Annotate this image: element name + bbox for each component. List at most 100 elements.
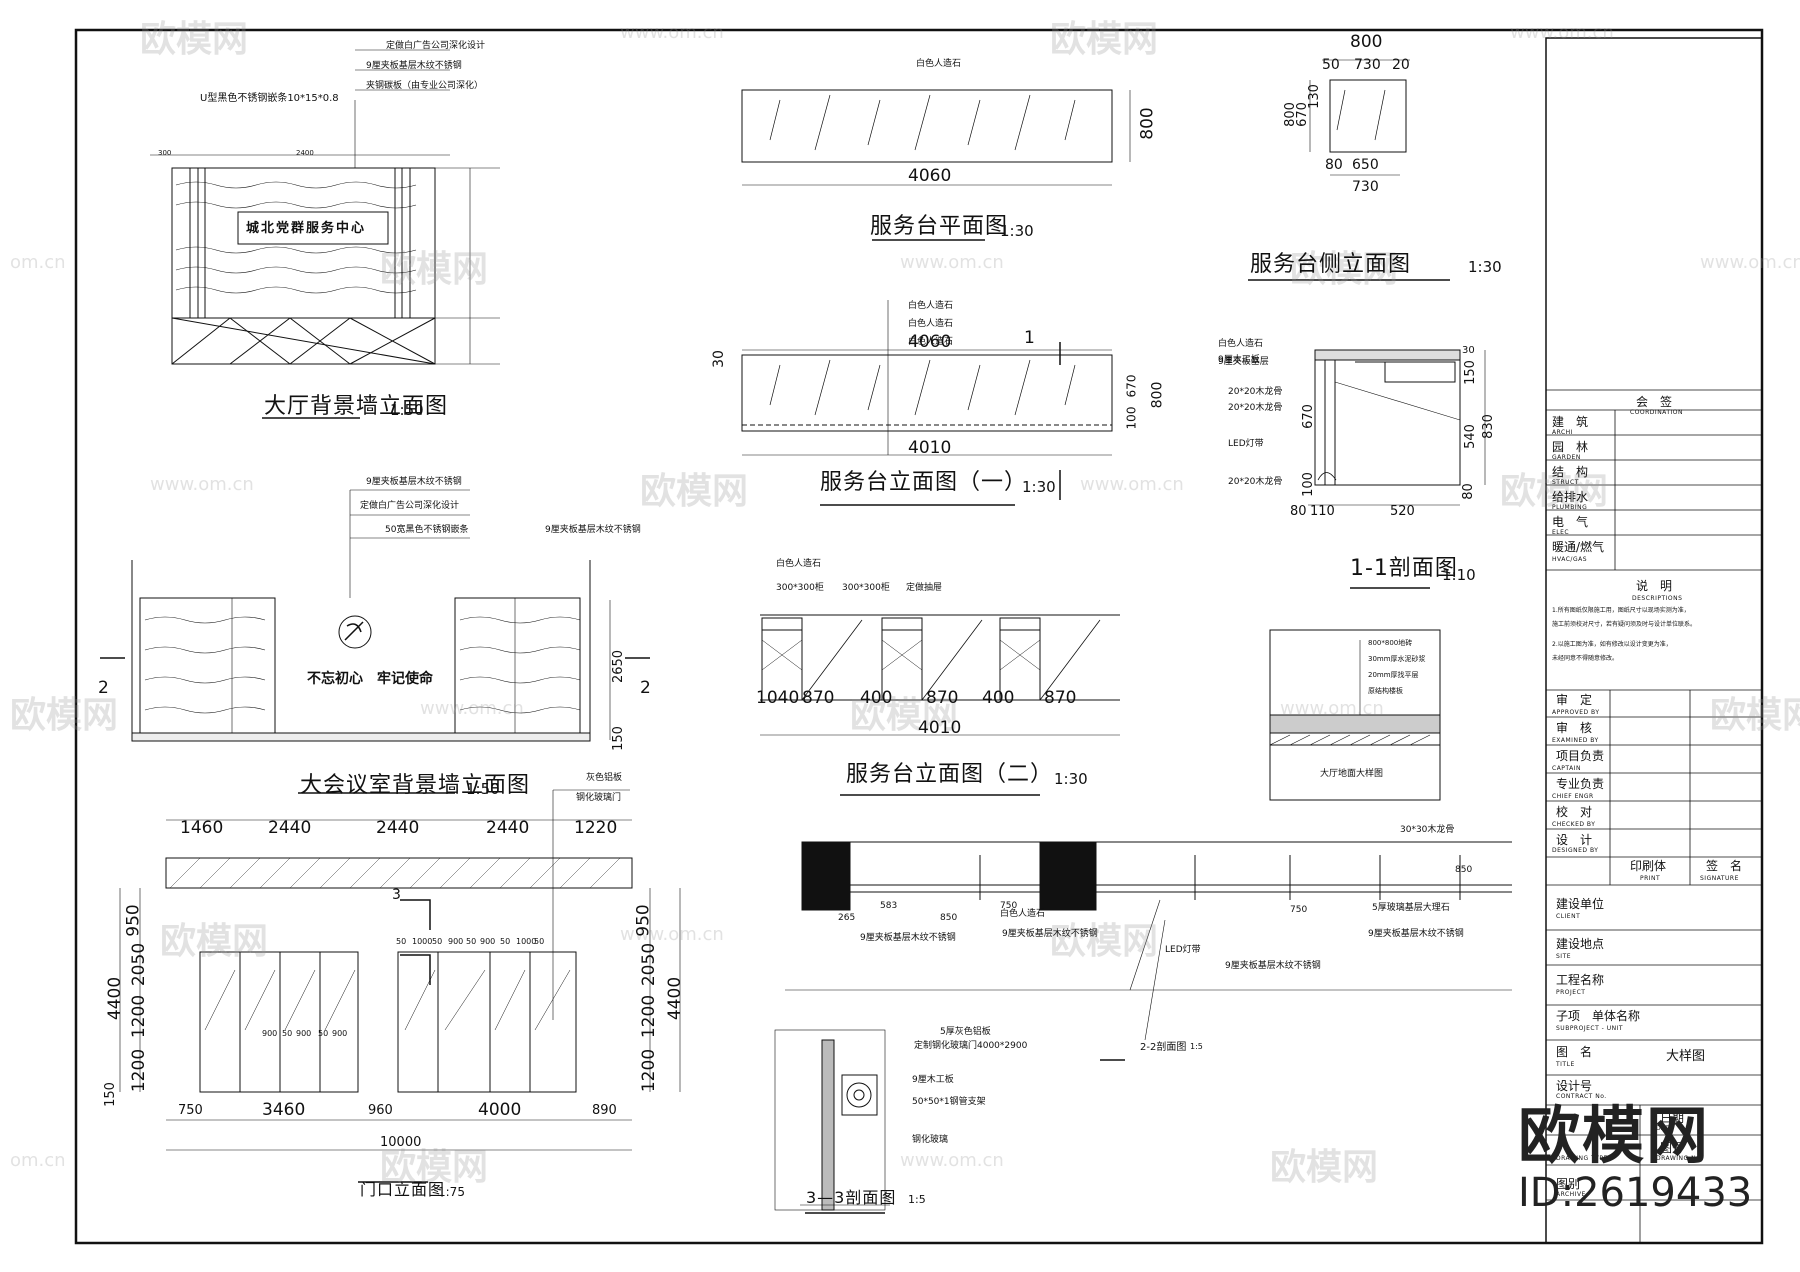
floor-detail-drawing [1269,629,1441,801]
door-mid-dim: 50 [466,937,477,946]
door-dim-right: 950 [633,904,654,937]
tb-approve-row-en: DESIGNED BY [1552,847,1599,854]
lobby-dim: 2400 [296,149,314,157]
title-block-lines [1546,389,1762,1244]
door-glass-dim: 50 [318,1029,329,1038]
tb-title-en: TITLE [1556,1061,1575,1068]
sec22-note: 9厘夹板基层木纹不锈钢 [1368,929,1464,939]
lobby-dim: 300 [158,149,172,157]
tb-coord-row-en: ARCHI [1552,429,1573,436]
elev1-side: 800 [1149,381,1166,409]
service-elev1-scale: 1:30 [1022,478,1056,496]
watermark: 欧模网 [380,249,489,290]
meeting-wall-scale: 1:50 [466,780,500,798]
door-dim-left: 1200 [129,994,150,1039]
watermark-url: www.om.cn [1080,474,1184,495]
watermark: 欧模网 [1290,249,1399,290]
watermark: 欧模网 [380,1147,489,1188]
meeting-note: 9厘夹板基层木纹不锈钢 [366,477,462,487]
door-mid-dim: 900 [448,937,464,946]
tb-approve-row-en: CAPTAIN [1552,765,1581,772]
tb-coord-row: 给排水 [1552,490,1589,504]
tb-site: 建设地点 [1556,937,1605,951]
side-dim-bottom: 650 [1352,157,1379,173]
floor-note: 原结构楼板 [1368,687,1403,695]
tb-approve-row-en: CHECKED BY [1552,821,1596,828]
side-dim-bottom: 80 [1325,157,1343,173]
tb-drawing-no-en: DRAWING No. [1656,1155,1703,1162]
tb-subproject: 子项 单体名称 [1556,1009,1641,1023]
elev2-dim: 1040 [756,688,800,708]
tb-date-en: DATE [1656,1125,1674,1132]
sec11-right: 80 [1460,483,1476,500]
tb-approve-row-en: APPROVED BY [1552,709,1600,716]
meeting-dim-right: 2650 [611,649,627,684]
tb-approve-row: 校 对 [1556,805,1593,819]
door-mid-dim: 50 [534,937,545,946]
tb-title: 图 名 [1556,1045,1593,1059]
sec11-bottom: 520 [1390,504,1415,519]
sec11-note: 白色人造石 [1218,339,1264,349]
sec22-note: 白色人造石 [1000,909,1046,919]
section11-scale: 1:10 [1442,566,1476,584]
sec11-note: 9厘夹板基层 [1218,357,1269,367]
sec22-dim: 750 [1000,901,1018,911]
door-mid-dim: 1000 [516,937,537,946]
tb-approve-row: 审 定 [1556,693,1593,707]
door-total: 10000 [380,1135,422,1150]
door-glass-dim: 50 [282,1029,293,1038]
door-dim-top: 1460 [180,818,224,838]
section11-drawing [1308,349,1486,589]
tb-coordination: 会 签 [1636,395,1673,409]
meeting-section-mark: 2 [640,678,651,698]
tb-coord-row-en: PLUMBING [1552,504,1588,511]
elev1-bottom: 4010 [908,438,952,458]
service-elev2-scale: 1:30 [1054,770,1088,788]
door-mid-dim: 1000 [412,937,433,946]
door-dim-bottom: 890 [592,1103,617,1118]
door-mid-dim: 900 [480,937,496,946]
door-glass-dim: 900 [262,1029,278,1038]
sec33-note: 50*50*1钢管支架 [912,1097,986,1107]
tb-archive-en: ARCHIVE [1556,1191,1586,1198]
door-elev-scale: 1:75 [438,1185,465,1199]
sec22-note: 9厘夹板基层木纹不锈钢 [860,933,956,943]
meeting-note: 50宽黑色不锈钢嵌条 [385,525,469,535]
elev1-side: 100 [1124,406,1139,430]
sec33-note: 钢化玻璃 [912,1135,949,1145]
watermark-url: www.om.cn [900,1150,1004,1171]
door-elev-title: 门口立面图 [360,1180,446,1199]
tb-date: 日期 [1660,1111,1685,1125]
meeting-note: 9厘夹板基层木纹不锈钢 [545,525,641,535]
watermark: 欧模网 [640,471,749,512]
service-elev2-title: 服务台立面图（二） [846,762,1054,787]
door-dim-left: 950 [123,904,144,937]
watermark-url: www.om.cn [1700,252,1800,273]
tb-desc-line: 2.以施工图为准，如有修改以设计变更为准， [1552,641,1672,648]
sec11-right: 540 [1462,424,1478,449]
watermark-url: www.om.cn [420,698,524,719]
watermark: 欧模网 [1050,921,1159,962]
tb-desc-line: 施工前须校对尺寸，若有疑问须及时与设计单位联系。 [1552,621,1697,628]
sec33-note: 5厚灰色铝板 [940,1027,991,1037]
tb-coord-row: 电 气 [1552,515,1589,529]
watermark: 欧模网 [10,695,119,736]
tb-sign-en: SIGNATURE [1700,875,1739,882]
door-dim-bottom: 750 [178,1103,203,1118]
sec22-dim: 850 [940,913,958,923]
side-dim-bottom: 730 [1352,179,1379,195]
tb-client-en: CLIENT [1556,913,1581,920]
door-section-mark: 3 [392,887,401,903]
sec11-right: 150 [1462,360,1478,385]
tb-coord-row: 建 筑 [1552,415,1589,429]
service-side-title: 服务台侧立面图 [1250,252,1412,277]
door-dim-left: 2050 [129,942,150,987]
door-mid-dim: 50 [432,937,443,946]
service-plan-drawing [741,89,1131,241]
watermark-url: om.cn [10,252,66,273]
tb-approve-row: 设 计 [1556,833,1593,847]
door-dim-right: 2050 [639,942,660,987]
door-dim-right: 1200 [639,994,660,1039]
tb-approve-row-en: CHIEF ENGR [1552,793,1594,800]
